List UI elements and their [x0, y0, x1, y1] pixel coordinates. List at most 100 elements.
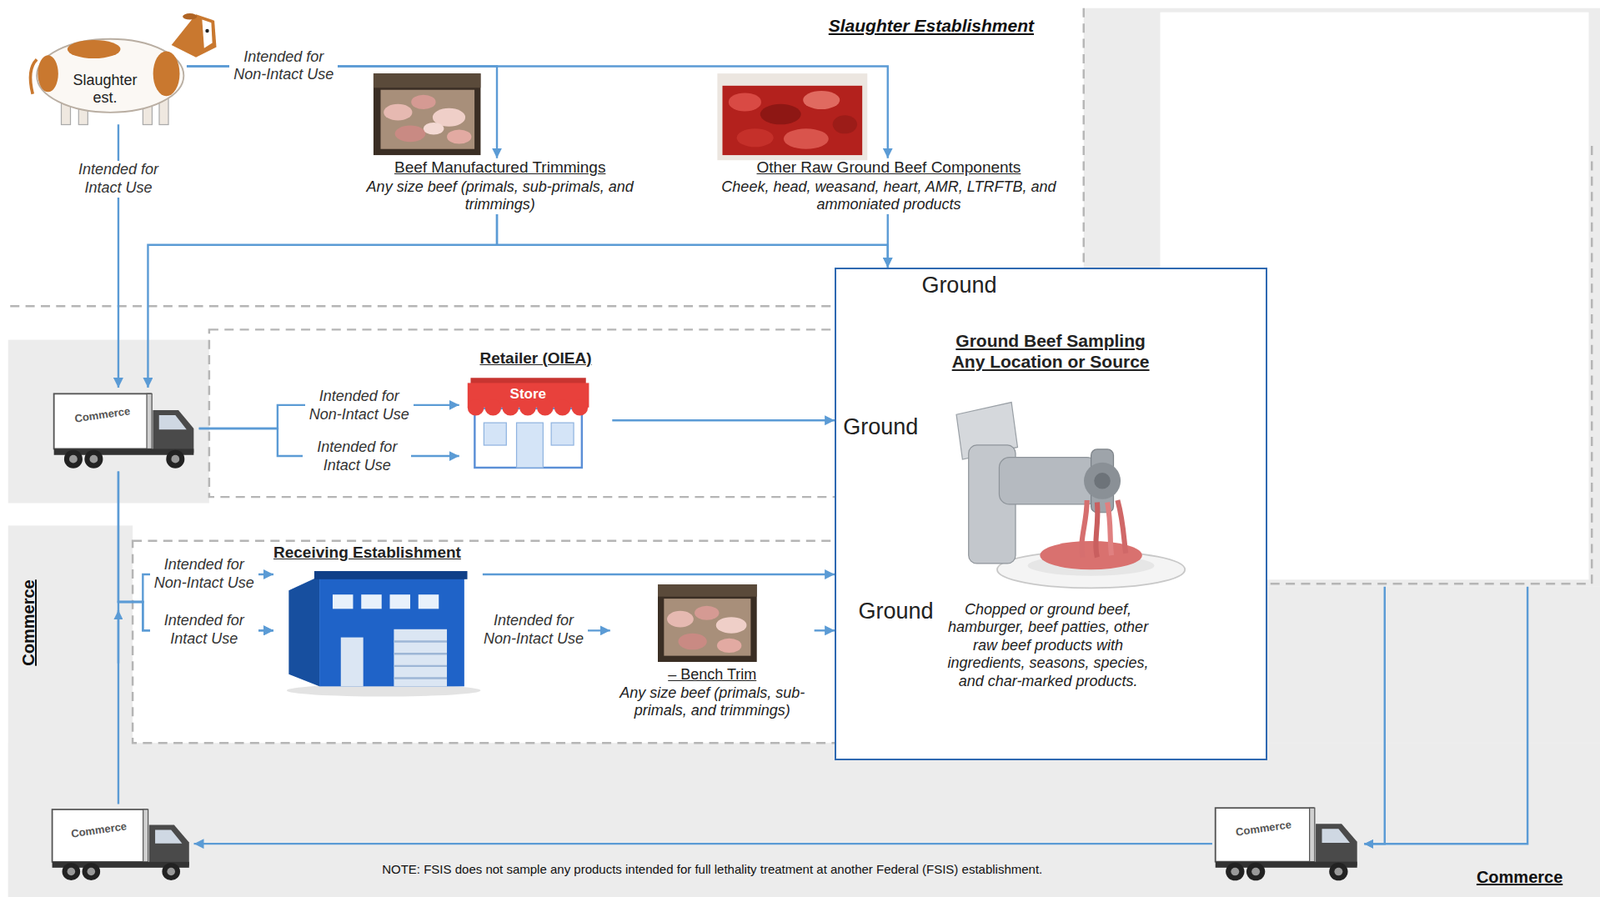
bench-illustration [667, 611, 694, 628]
dashed-region [209, 329, 902, 497]
ground-label: Ground [841, 413, 920, 441]
bench-illustration [717, 638, 742, 653]
truck-illustration [86, 867, 96, 876]
ground-components-photo [717, 73, 868, 161]
grinder-illustration [1083, 462, 1121, 500]
slaughter-cow: Slaughter est. [22, 8, 187, 126]
grinder-illustration [1096, 502, 1099, 558]
bench-illustration [657, 584, 758, 597]
gray-ground [8, 8, 1600, 897]
truck-illustration [161, 862, 181, 881]
bench-illustration [664, 598, 752, 657]
truck-illustration [166, 867, 176, 876]
store-illustration [551, 422, 574, 446]
section-heading: Receiving Establishment [273, 543, 483, 563]
store-illustration [484, 399, 502, 417]
flow-arrow [887, 214, 889, 268]
dashed-region [10, 8, 1592, 743]
building-illustration [418, 595, 439, 610]
trimmings-photo [373, 73, 482, 156]
flow-label: Intended for Non-Intact Use [479, 611, 588, 648]
building-illustration [393, 642, 447, 679]
ground-components-photo [760, 104, 802, 125]
grinder-illustration [1082, 500, 1088, 558]
trimmings-photo [383, 104, 412, 121]
cow-illustration [67, 40, 121, 59]
sampling-box: Ground Beef Sampling Any Location or Sou… [834, 267, 1268, 761]
dashed-region [132, 541, 907, 743]
node-label: Slaughter est. [65, 71, 145, 108]
commerce-truck: Commerce [50, 387, 199, 472]
sampling-heading: Ground Beef Sampling Any Location or Sou… [946, 330, 1155, 372]
flow-label: Intended for Non-Intact Use [305, 387, 414, 424]
store-sign: Store [474, 386, 582, 403]
truck-illustration [1309, 807, 1315, 862]
side-label: Commerce [18, 579, 39, 666]
product-title: Beef Manufactured Trimmings [336, 158, 663, 178]
truck-illustration [1329, 862, 1348, 881]
trimmings-photo [423, 122, 444, 136]
store-illustration [459, 349, 613, 472]
building-illustration [389, 595, 410, 610]
ground-label: Ground [919, 271, 999, 299]
product-description: Any size beef (primals, sub-primals, and… [336, 178, 663, 215]
grinder-illustration [1108, 502, 1113, 557]
truck-illustration [1321, 828, 1350, 843]
product-box: Beef Manufactured TrimmingsAny size beef… [334, 158, 666, 215]
cow-illustration [153, 50, 181, 96]
truck-illustration [149, 825, 190, 867]
truck-illustration [153, 410, 195, 453]
trimmings-photo [411, 95, 436, 110]
product-description: Any size beef (primals, sub-primals, and… [610, 684, 815, 721]
trimmings-photo [373, 73, 482, 88]
truck-illustration [155, 830, 182, 844]
truck-illustration [1230, 867, 1239, 877]
bench-illustration [678, 633, 708, 651]
flow-arrow [496, 214, 888, 268]
trimmings-photo [373, 73, 482, 156]
grinder-illustration [1091, 449, 1114, 513]
store-illustration [474, 408, 582, 468]
flow-arrow [194, 842, 1213, 845]
sampling-description: Chopped or ground beef, hamburger, beef … [943, 601, 1154, 692]
bench-illustration [716, 616, 748, 634]
flow-arrow [611, 419, 835, 422]
store-illustration [516, 422, 543, 468]
building-illustration [314, 571, 468, 580]
truck-illustration [142, 809, 148, 863]
dashed-region [10, 8, 1084, 306]
product-title: – Bench Trim [610, 666, 815, 685]
building-illustration [332, 595, 353, 610]
cow-illustration [36, 38, 184, 112]
grinder-illustration [1094, 472, 1112, 490]
truck-illustration [1212, 802, 1363, 884]
flow-label: Intended for Intact Use [150, 611, 259, 648]
truck-illustration [50, 387, 199, 472]
cow-illustration [37, 55, 58, 92]
building-illustration [273, 543, 483, 698]
truck-illustration [54, 393, 151, 449]
flow-label: Intended for Non-Intact Use [229, 48, 338, 85]
receiving-establishment: Receiving Establishment [273, 543, 483, 698]
cow-illustration [205, 29, 209, 33]
truck-illustration [61, 862, 81, 881]
cow-illustration [22, 8, 187, 126]
flow-arrow [147, 214, 497, 388]
commerce-truck: Commerce [1212, 802, 1363, 884]
flow-label: Intended for Intact Use [64, 160, 173, 197]
flow-arrow [482, 573, 835, 576]
truck-illustration [146, 393, 152, 449]
truck-illustration [1225, 862, 1244, 881]
truck-illustration [81, 862, 101, 881]
bench-trim: – Bench TrimAny size beef (primals, sub-… [610, 584, 815, 721]
ground-components-photo [783, 128, 829, 149]
truck-illustration [171, 455, 181, 464]
flow-line [1364, 586, 1385, 844]
store-illustration [467, 399, 485, 417]
bench-illustration [657, 584, 758, 663]
flow-arrow [118, 471, 274, 602]
cow-illustration [30, 59, 37, 95]
